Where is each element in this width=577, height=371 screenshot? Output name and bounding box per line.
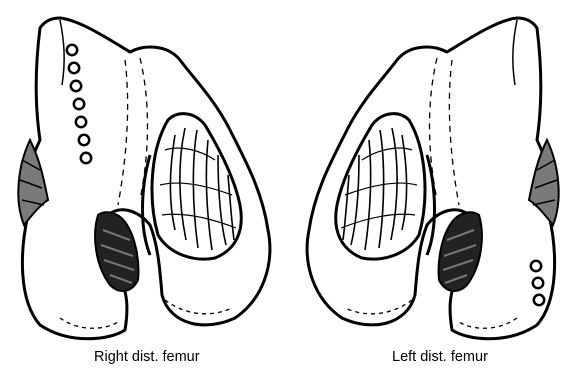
- hole-marker: [531, 261, 541, 271]
- hole-marker: [81, 153, 91, 163]
- hole-marker: [533, 278, 543, 288]
- right-femur-caption: Right dist. femur: [94, 349, 200, 365]
- left-femur-holes: [531, 261, 544, 305]
- hole-marker: [74, 99, 84, 109]
- hole-marker: [71, 81, 81, 91]
- left-femur-drawing: [307, 18, 559, 339]
- hole-marker: [534, 295, 544, 305]
- left-femur-caption: Left dist. femur: [392, 349, 488, 365]
- hole-marker: [76, 117, 86, 127]
- hole-marker: [69, 63, 79, 73]
- hole-marker: [67, 45, 77, 55]
- hole-marker: [79, 135, 89, 145]
- right-femur-drawing: [18, 18, 270, 339]
